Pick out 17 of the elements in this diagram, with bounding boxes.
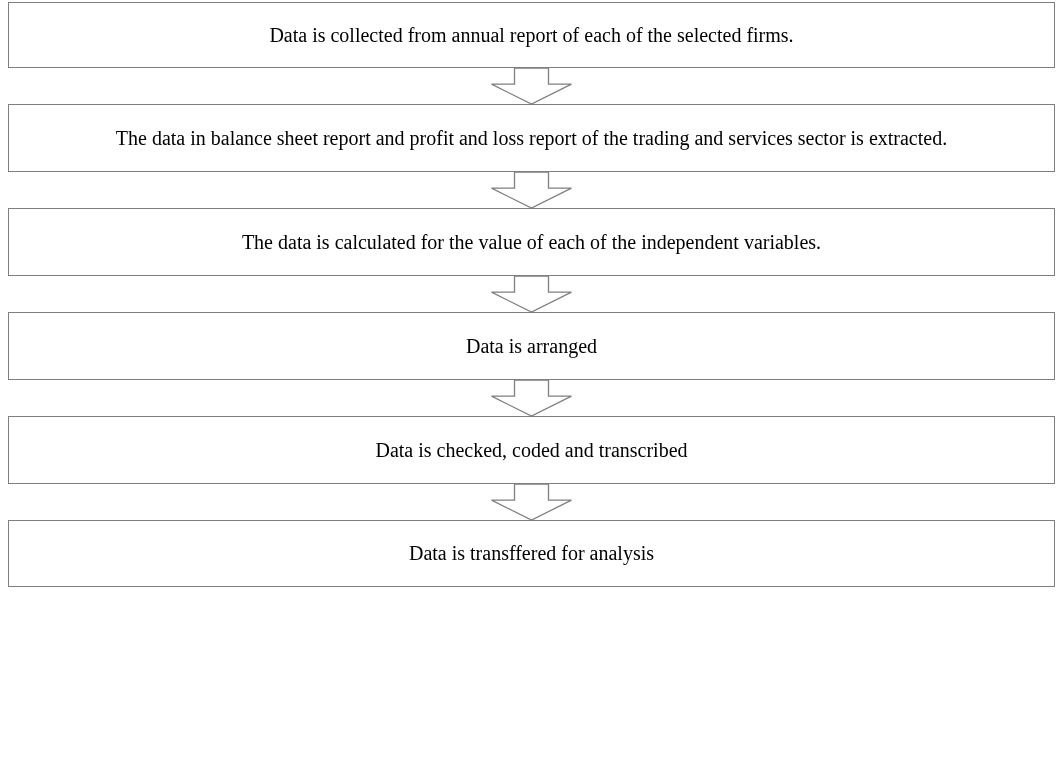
step-text: Data is checked, coded and transcribed [374,437,689,463]
process-box [8,104,1055,172]
process-box [8,312,1055,380]
step-text: The data is calculated for the value of each of the independent variables. [240,229,823,256]
process-box [8,208,1055,276]
hollow-arrow [490,171,573,209]
hollow-arrow [490,275,573,313]
hollow-arrow [490,379,573,417]
hollow-arrow [490,67,573,105]
step-text: Data is transffered for analysis [407,541,656,567]
step-text: Data is arranged [464,333,598,360]
process-box [8,416,1055,484]
process-box [8,2,1055,68]
step-text: The data in balance sheet report and profit and loss report of the trading and services sector is extracted. [114,125,949,152]
process-box [8,520,1055,587]
hollow-arrow [490,483,573,521]
step-text: Data is collected from annual report of each of the selected firms. [268,22,795,49]
